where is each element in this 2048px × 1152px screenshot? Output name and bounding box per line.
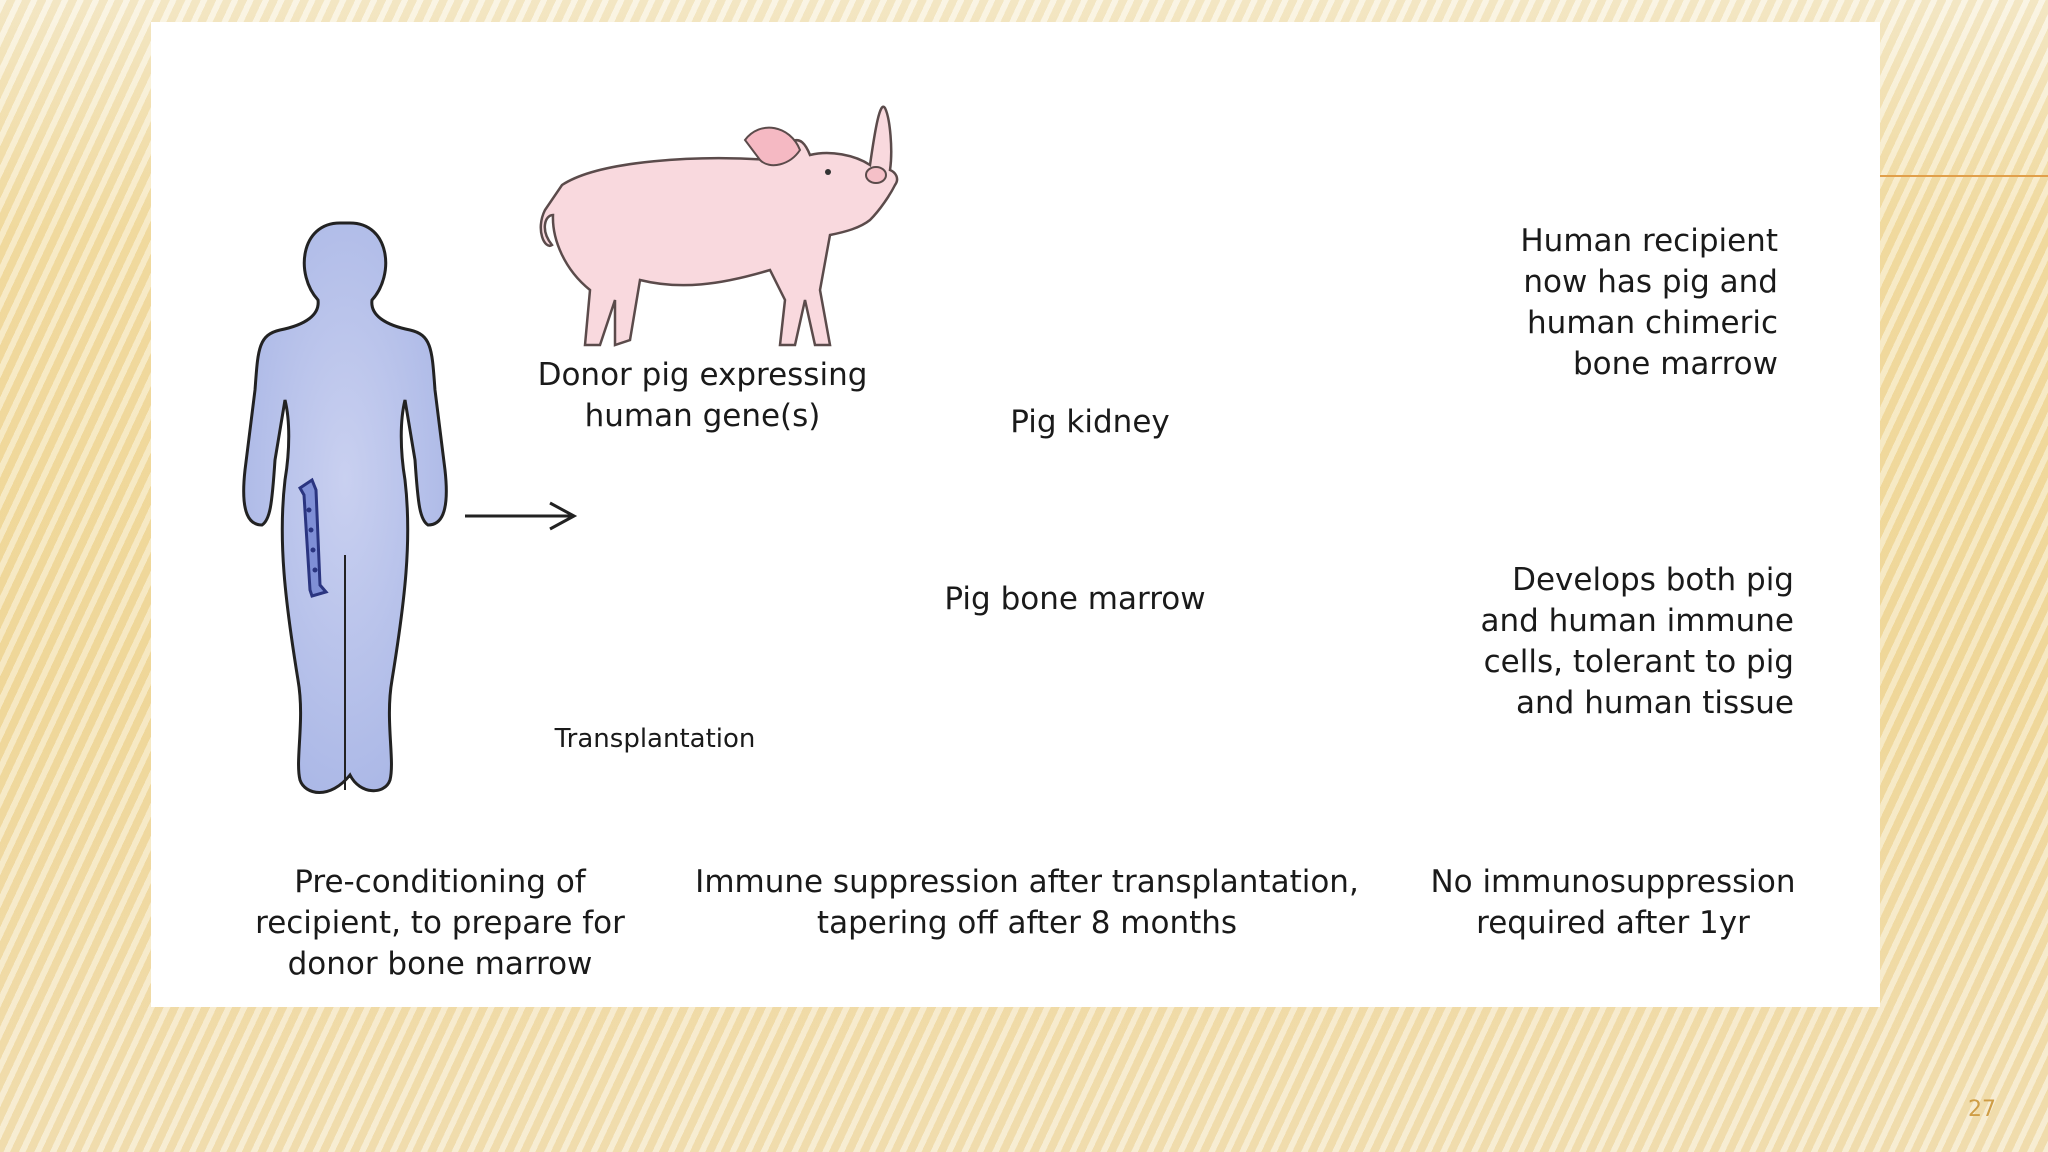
recipient-before-figure [242, 221, 448, 794]
page-number: 27 [1968, 1097, 1996, 1122]
timeline-phase-no-immunosuppression: No immunosuppression required after 1yr [1430, 864, 1796, 941]
label-pig-kidney: Pig kidney [1010, 404, 1170, 440]
accent-line [1880, 175, 2048, 177]
timeline-phase-preconditioning: Pre-conditioning of recipient, to prepar… [255, 864, 625, 982]
label-pig-bone-marrow: Pig bone marrow [944, 581, 1206, 617]
bone-marrow-icon [298, 477, 329, 598]
label-recipient-outcome: Human recipient now has pig and human ch… [1520, 223, 1778, 382]
timeline-phase-immune-suppression: Immune suppression after transplantation… [695, 864, 1359, 941]
label-donor-pig: Donor pig expressing human gene(s) [537, 357, 868, 434]
label-transplantation: Transplantation [554, 724, 756, 754]
arrow-to-donor [465, 501, 578, 531]
donor-pig-illustration [539, 105, 899, 347]
label-immune-outcome: Develops both pig and human immune cells… [1480, 562, 1794, 721]
